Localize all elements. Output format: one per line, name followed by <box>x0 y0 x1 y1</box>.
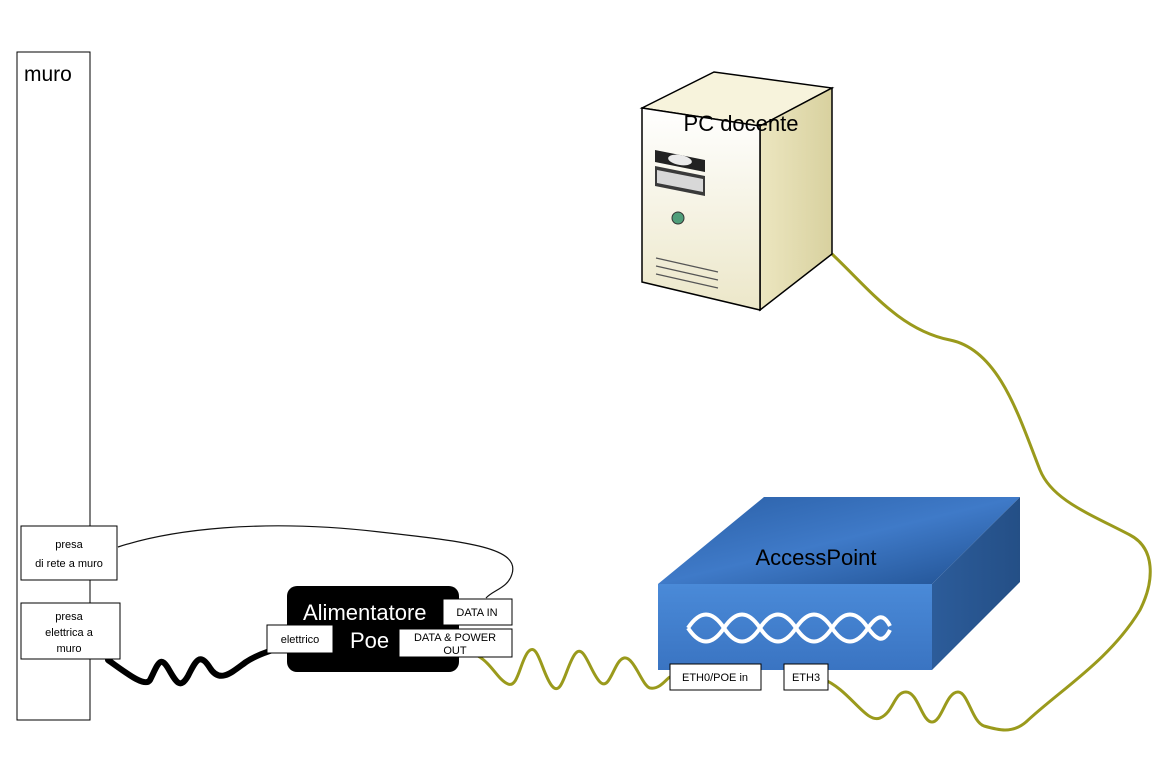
ap-side-face <box>932 497 1020 670</box>
poe-port-data-out-label-2: OUT <box>443 645 467 657</box>
ap-port-eth0-label: ETH0/POE in <box>682 672 748 684</box>
poe-title-line2: Poe <box>350 628 389 653</box>
network-outlet-label-2: di rete a muro <box>35 558 103 570</box>
pc-power-button-icon <box>671 211 685 225</box>
pc-label: PC docente <box>684 111 799 136</box>
ap-top-face <box>658 497 1020 584</box>
ap-port-eth3-label: ETH3 <box>792 672 820 684</box>
ap-label: AccessPoint <box>755 545 876 570</box>
power-outlet-label-1: presa <box>55 611 83 623</box>
poe-injector: Alimentatore Poe elettrico DATA IN DATA … <box>266 586 513 672</box>
pc-docente: PC docente <box>639 71 835 312</box>
cable-wall-to-poe-data-in <box>117 525 514 599</box>
power-outlet-label-2: elettrica a <box>45 627 94 639</box>
pc-front-face <box>641 107 761 311</box>
cable-power <box>105 646 278 687</box>
network-wall-outlet: presa di rete a muro <box>20 525 118 581</box>
poe-port-data-out-label-1: DATA & POWER <box>414 632 496 644</box>
network-outlet-label-1: presa <box>55 539 83 551</box>
poe-port-data-in-label: DATA IN <box>456 607 497 619</box>
ap-port-eth0: ETH0/POE in <box>669 663 762 691</box>
cable-poe-to-ap <box>477 648 671 691</box>
ap-port-eth3: ETH3 <box>783 663 829 691</box>
poe-port-data-out: DATA & POWER OUT <box>398 628 513 658</box>
power-outlet-label-3: muro <box>56 643 81 655</box>
ap-signal-icon <box>686 612 892 644</box>
poe-port-data-in: DATA IN <box>442 598 513 626</box>
access-point: AccessPoint ETH0/POE in ETH3 <box>658 497 1020 691</box>
power-wall-outlet: presa elettrica a muro <box>20 602 121 660</box>
poe-title-line1: Alimentatore <box>303 600 427 625</box>
poe-port-power-label: elettrico <box>281 634 320 646</box>
poe-port-power: elettrico <box>266 624 334 654</box>
cable-ap-to-pc <box>822 252 1152 732</box>
wall-label: muro <box>24 63 72 86</box>
